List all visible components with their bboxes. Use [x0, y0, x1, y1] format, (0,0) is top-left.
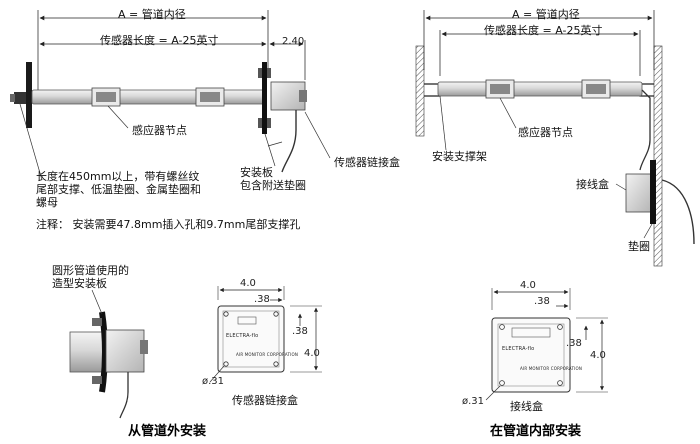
junction-box-label-right: 接线盒: [576, 178, 609, 191]
junction-box-front-right: [491, 317, 571, 393]
junction-box-label-left: 传感器链接盒: [334, 156, 400, 169]
bottom-left-assembly: [69, 286, 322, 419]
dim-40-top-left: 4.0: [240, 278, 256, 289]
dim-38-side-right: .38: [566, 338, 582, 349]
dim-40-side-right: 4.0: [590, 350, 606, 361]
dim-38-top-left: .38: [254, 294, 270, 305]
dim-a-label-right: A = 管道内径: [512, 8, 580, 21]
box-label-bottom-left: 传感器链接盒: [232, 394, 298, 407]
dim-40-top-right: 4.0: [520, 280, 536, 291]
sensor-node-label-left: 感应器节点: [132, 124, 187, 137]
duct-wall-right-b: [653, 45, 663, 267]
junction-box-saddle: [105, 329, 145, 373]
probe-tube-left: [31, 89, 265, 105]
caption-internal: 在管道内部安装: [490, 424, 582, 439]
sensor-node-icon: [195, 87, 225, 107]
box-small-left: AIR MONITOR CORPORATION: [236, 352, 299, 357]
sensor-node-icon: [581, 79, 611, 99]
cable-right: [661, 179, 695, 245]
gasket-right: [650, 160, 656, 224]
dim-31-left: ø.31: [202, 376, 225, 387]
sensor-node-icon: [485, 79, 515, 99]
gasket-label: 垫圈: [628, 240, 650, 253]
mounting-plate: [262, 62, 267, 134]
top-right-assembly: [415, 10, 695, 267]
box-label-bottom-right: 接线盒: [510, 400, 543, 413]
mount-plate-label: 安装板 包含附送垫圈: [240, 166, 306, 192]
dim-sensor-length-label-left: 传感器长度 = A-25英寸: [100, 34, 219, 47]
caption-external: 从管道外安装: [128, 424, 207, 439]
box-tag-right: ELECTRA-flo: [502, 346, 535, 352]
probe-tube-right: [437, 81, 643, 97]
junction-box-right: [625, 173, 653, 213]
saddle-plate: [99, 311, 108, 393]
junction-box-front-left: [217, 305, 285, 373]
top-left-assembly: [10, 10, 331, 181]
dim-31-right: ø.31: [462, 396, 485, 407]
box-tag-left: ELECTRA-flo: [226, 333, 259, 339]
dim-40-side-left: 4.0: [304, 348, 320, 359]
bracket-label: 安装支撑架: [432, 150, 487, 163]
bottom-right-assembly: [485, 288, 608, 401]
dim-38-top-right: .38: [534, 296, 550, 307]
duct-wall-left: [26, 62, 32, 128]
long-length-note: 长度在450mm以上，带有螺丝纹尾部支撑、低温垫圈、金属垫圈和螺母: [36, 170, 201, 209]
dim-sensor-length-label-right: 传感器长度 = A-25英寸: [484, 24, 603, 37]
installation-note: 注释： 安装需要47.8mm插入孔和9.7mm尾部支撑孔: [36, 218, 301, 231]
cable-left: [281, 110, 297, 173]
dim-240-label: 2.40: [282, 36, 305, 47]
duct-wall-right-a: [415, 45, 425, 137]
dim-38-side-left: .38: [292, 326, 308, 337]
sensor-node-icon: [91, 87, 121, 107]
sensor-node-label-right: 感应器节点: [518, 126, 573, 139]
end-support-nut-icon: [14, 92, 26, 104]
dim-a-label-left: A = 管道内径: [118, 8, 186, 21]
saddle-plate-label: 圆形管道使用的 造型安装板: [52, 264, 129, 290]
box-small-right: AIR MONITOR CORPORATION: [520, 366, 583, 371]
